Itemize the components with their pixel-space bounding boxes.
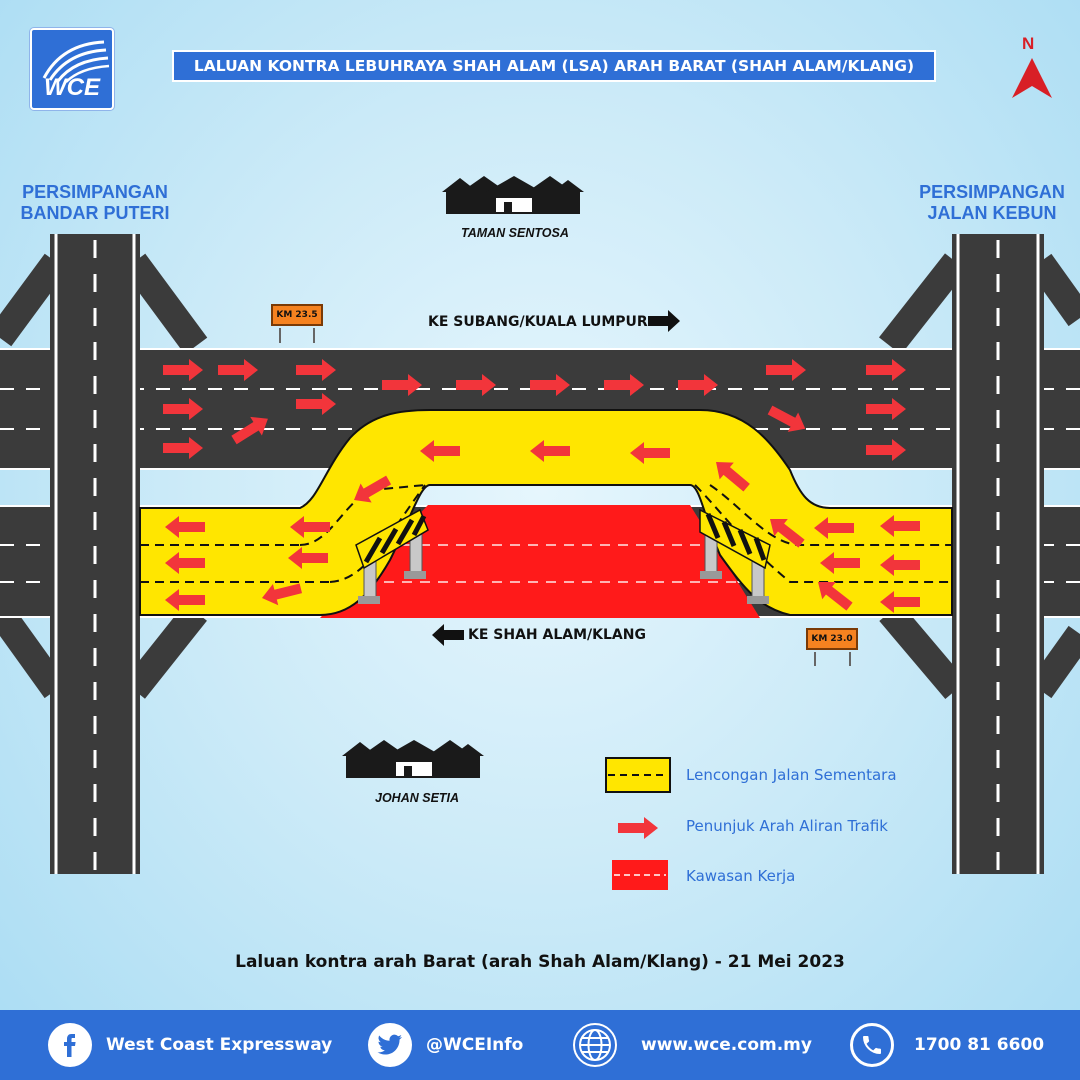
junction-label-left: PERSIMPANGAN BANDAR PUTERI xyxy=(18,182,172,224)
junction-right-line1: PERSIMPANGAN xyxy=(919,182,1065,202)
facebook-label: West Coast Expressway xyxy=(106,1035,333,1055)
direction-east-label: KE SUBANG/KUALA LUMPUR xyxy=(428,314,648,330)
globe-icon xyxy=(573,1023,617,1067)
junction-label-right: PERSIMPANGAN JALAN KEBUN xyxy=(912,182,1072,224)
km-sign-23-0: KM 23.0 xyxy=(806,628,858,650)
houses-icon xyxy=(442,176,584,214)
logo-text: WCE xyxy=(44,74,100,101)
caption: Laluan kontra arah Barat (arah Shah Alam… xyxy=(235,952,845,972)
footer-facebook[interactable]: West Coast Expressway xyxy=(48,1010,332,1080)
legend-work-swatch xyxy=(612,860,668,890)
road-swoosh-icon xyxy=(42,40,110,83)
twitter-label: @WCEInfo xyxy=(426,1035,524,1055)
area-label-taman-sentosa: TAMAN SENTOSA xyxy=(461,226,569,240)
phone-label: 1700 81 6600 xyxy=(914,1035,1045,1055)
footer-website[interactable]: www.wce.com.my xyxy=(573,1010,812,1080)
footer-phone[interactable]: 1700 81 6600 xyxy=(850,1010,1044,1080)
west-arrow-icon xyxy=(432,624,464,646)
legend-detour-label: Lencongan Jalan Sementara xyxy=(686,766,897,784)
footer-twitter[interactable]: @WCEInfo xyxy=(368,1010,523,1080)
legend-arrow-label: Penunjuk Arah Aliran Trafik xyxy=(686,817,888,835)
legend-work-label: Kawasan Kerja xyxy=(686,867,796,885)
km-sign-23-5: KM 23.5 xyxy=(271,304,323,326)
north-label: N xyxy=(1022,34,1035,53)
footer: West Coast Expressway @WCEInfo www.wce.c… xyxy=(0,1010,1080,1080)
road-diagram xyxy=(0,176,1080,890)
wce-logo: WCE xyxy=(30,28,114,110)
website-label: www.wce.com.my xyxy=(641,1035,812,1055)
twitter-icon xyxy=(368,1023,412,1067)
junction-right-line2: JALAN KEBUN xyxy=(927,203,1057,223)
facebook-icon xyxy=(48,1023,92,1067)
direction-west-label: KE SHAH ALAM/KLANG xyxy=(468,627,646,643)
legend-detour-swatch xyxy=(605,757,671,793)
work-zone xyxy=(320,505,760,618)
page-title: LALUAN KONTRA LEBUHRAYA SHAH ALAM (LSA) … xyxy=(172,50,936,82)
houses-icon-bottom xyxy=(342,740,484,778)
phone-icon xyxy=(850,1023,894,1067)
east-arrow-icon xyxy=(648,310,680,332)
barrier-icon-left xyxy=(355,508,429,604)
north-arrow-icon xyxy=(1012,58,1052,98)
area-label-johan-setia: JOHAN SETIA xyxy=(375,791,460,805)
junction-left-line1: PERSIMPANGAN xyxy=(22,182,168,202)
legend-arrow-icon xyxy=(618,817,658,839)
ramps xyxy=(0,253,1080,700)
barrier-icon-right xyxy=(699,508,771,604)
junction-left-line2: BANDAR PUTERI xyxy=(20,203,170,223)
